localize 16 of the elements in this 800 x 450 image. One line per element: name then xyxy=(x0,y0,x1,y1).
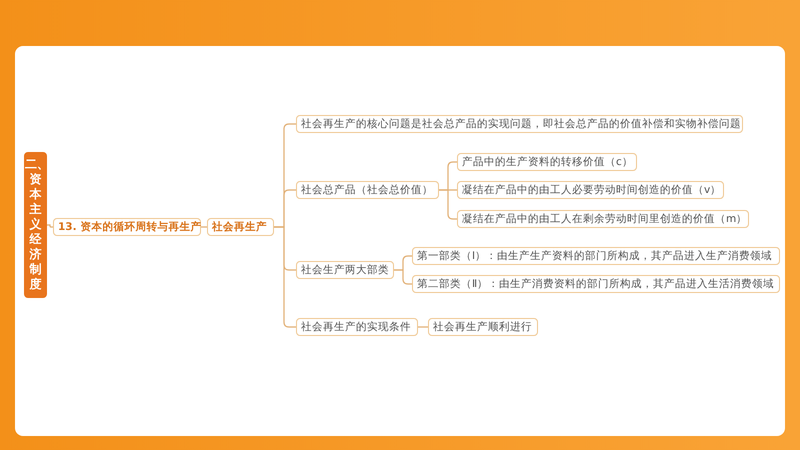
connector-line xyxy=(394,269,412,285)
topic-box: 第一部类（Ⅰ）：由生产生产资料的部门所构成，其产品进入生产消费领域 xyxy=(412,247,780,265)
topic-box: 产品中的生产资料的转移价值（c） xyxy=(457,153,637,171)
topic-box: 社会生产两大部类 xyxy=(296,261,394,279)
topic-box: 第二部类（Ⅱ）：由生产消费资料的部门所构成，其产品进入生活消费领域 xyxy=(412,275,780,293)
section-label: 二、资本主义经济制度 xyxy=(24,152,47,298)
topic-box: 社会再生产的核心问题是社会总产品的实现问题，即社会总产品的价值补偿和实物补偿问题 xyxy=(296,115,743,133)
topic-box: 凝结在产品中的由工人在剩余劳动时间里创造的价值（m） xyxy=(457,210,749,228)
topic-box: 社会再生产 xyxy=(207,218,274,236)
topic-box: 社会总产品（社会总价值） xyxy=(296,181,439,199)
topic-box: 13. 资本的循环周转与再生产 xyxy=(53,218,201,236)
topic-box: 凝结在产品中的由工人必要劳动时间创造的价值（v） xyxy=(457,181,724,199)
connector-line xyxy=(418,326,428,328)
connector-line xyxy=(439,189,457,220)
topic-box: 社会再生产的实现条件 xyxy=(296,318,418,336)
topic-box: 社会再生产顺利进行 xyxy=(428,318,538,336)
